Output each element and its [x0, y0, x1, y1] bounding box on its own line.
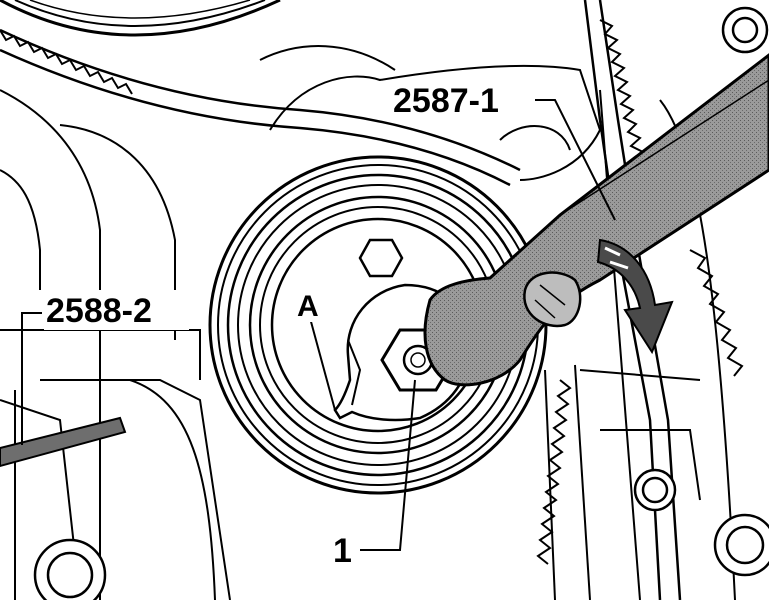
hex-bolt: [358, 238, 404, 278]
idler-housing: [269, 64, 602, 181]
lower-belt: [536, 364, 591, 600]
leader-lines: [21, 99, 616, 551]
label-2588-2: 2588-2: [46, 292, 152, 330]
leader-1: [360, 379, 416, 551]
leader-a: [309, 317, 336, 411]
callout-labels: 2587-1 2588-2 A 1: [44, 80, 530, 570]
rotation-arrow: [596, 238, 674, 355]
wrench-2587-1: [423, 53, 769, 387]
label-point-a: A: [297, 290, 319, 323]
label-2587-1: 2587-1: [393, 82, 499, 120]
leader-2587-1: [535, 99, 616, 221]
camshaft-sprocket: [0, 0, 281, 37]
pin-2588-2: [0, 416, 127, 468]
leader-2588-2: [21, 312, 42, 445]
bolt-bosses: [33, 6, 769, 600]
label-part-1: 1: [333, 532, 352, 570]
